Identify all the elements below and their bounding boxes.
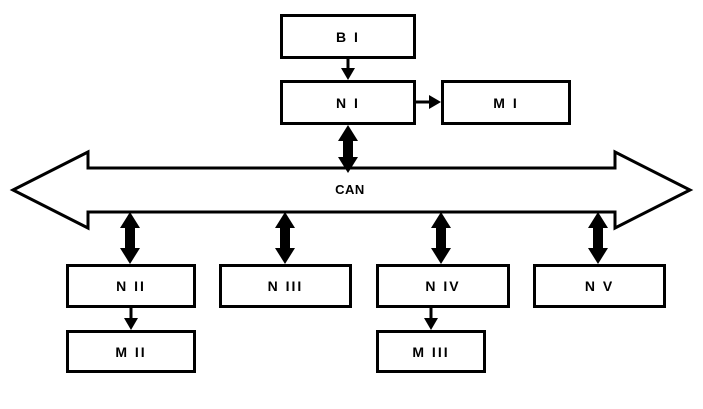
node-box-ni[interactable]: N I [280, 80, 416, 125]
node-box-bi[interactable]: B I [280, 14, 416, 59]
node-box-niv[interactable]: N IV [376, 264, 510, 308]
node-label-nii: N II [116, 278, 146, 294]
node-label-niv: N IV [425, 278, 461, 294]
connector-bus-to-nv [588, 212, 608, 264]
connector-bus-to-nii [120, 212, 140, 264]
can-bus-arrow [9, 149, 694, 231]
connector-ni-to-mi [416, 95, 441, 109]
connector-nii-to-mii [124, 308, 138, 330]
node-label-mi: M I [493, 94, 519, 111]
node-label-bi: B I [336, 28, 360, 45]
connector-bi-to-ni [341, 59, 355, 80]
node-box-mi[interactable]: M I [441, 80, 571, 125]
can-bus-label: CAN [335, 182, 365, 197]
node-box-niii[interactable]: N III [219, 264, 352, 308]
connector-ni-to-bus [338, 125, 358, 173]
node-box-nii[interactable]: N II [66, 264, 196, 308]
node-label-mii: M II [115, 343, 147, 360]
node-box-mii[interactable]: M II [66, 330, 196, 373]
connector-bus-to-niii [275, 212, 295, 264]
node-label-ni: N I [336, 94, 360, 111]
connector-niv-to-miii [424, 308, 438, 330]
node-box-miii[interactable]: M III [376, 330, 486, 373]
connector-bus-to-niv [431, 212, 451, 264]
node-label-miii: M III [412, 343, 450, 360]
node-label-nv: N V [584, 278, 615, 294]
node-label-niii: N III [267, 278, 304, 294]
node-box-nv[interactable]: N V [533, 264, 666, 308]
